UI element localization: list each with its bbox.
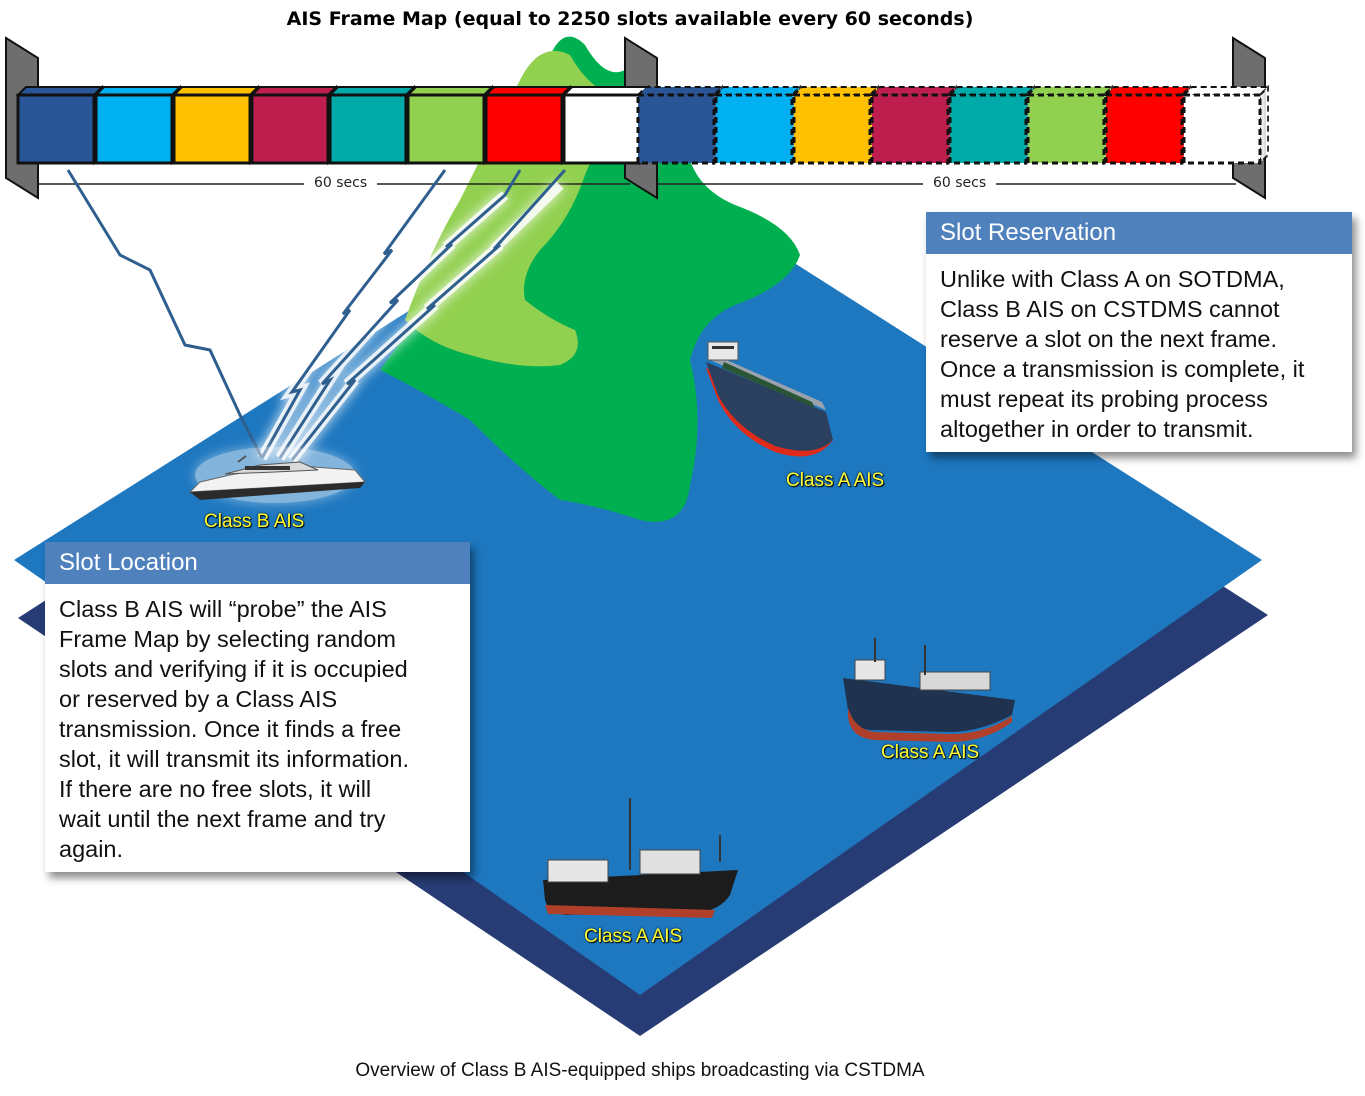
text-line: Class B AIS on CSTDMS cannot xyxy=(940,296,1280,322)
slot-f1-6 xyxy=(406,93,486,165)
text-line: slots and verifying if it is occupied xyxy=(59,656,408,682)
cargo-ship-class-a-right xyxy=(843,638,1015,742)
text-line: transmission. Once it finds a free xyxy=(59,716,402,742)
slot-f2-1 xyxy=(636,93,716,165)
slot-f2-8 xyxy=(1182,93,1262,165)
slot-f1-3 xyxy=(172,93,252,165)
slot-f1-4 xyxy=(250,93,330,165)
slot-f2-3 xyxy=(792,93,872,165)
diagram-caption: Overview of Class B AIS-equipped ships b… xyxy=(355,1060,925,1081)
slot-location-title: Slot Location xyxy=(45,542,470,584)
text-line: wait until the next frame and try xyxy=(59,806,386,832)
text-line: Frame Map by selecting random xyxy=(59,626,396,652)
slot-f1-7 xyxy=(484,93,564,165)
slot-location-panel: Slot Location Class B AIS will “probe” t… xyxy=(45,542,470,872)
slot-f1-5 xyxy=(328,93,408,165)
transmission-bolts xyxy=(66,168,567,464)
slot-f2-4 xyxy=(870,93,950,165)
slot-location-text: Class B AIS will “probe” the AIS Frame M… xyxy=(45,584,470,872)
text-line: Class B AIS will “probe” the AIS xyxy=(59,596,387,622)
slot-f1-8 xyxy=(562,93,642,165)
bolt-4 xyxy=(290,168,567,461)
ship-label-class-a-top: Class A AIS xyxy=(786,470,885,491)
text-line: must repeat its probing process xyxy=(940,386,1268,412)
slot-f2-2 xyxy=(714,93,794,165)
text-line: or reserved by a Class AIS xyxy=(59,686,338,712)
land-dark xyxy=(380,36,800,522)
text-line: slot, it will transmit its information. xyxy=(59,746,409,772)
slot-f2-5 xyxy=(948,93,1028,165)
bolt-2 xyxy=(260,169,447,459)
yacht-class-b xyxy=(188,447,367,503)
text-line: Unlike with Class A on SOTDMA, xyxy=(940,266,1285,292)
ship-label-class-a-right: Class A AIS xyxy=(881,742,980,763)
slot-f1-1 xyxy=(16,93,96,165)
cargo-ship-class-a-bottom xyxy=(543,798,738,918)
frame-2-duration-label: 60 secs xyxy=(923,175,997,191)
ship-label-class-a-bottom: Class A AIS xyxy=(584,926,683,947)
frame-map xyxy=(5,36,1271,200)
frame-1-duration-label: 60 secs xyxy=(304,175,378,191)
text-line: again. xyxy=(59,836,124,862)
slot-f2-7 xyxy=(1104,93,1184,165)
text-line: If there are no free slots, it will xyxy=(59,776,372,802)
frame-map-title: AIS Frame Map (equal to 2250 slots avail… xyxy=(286,8,974,30)
ship-label-class-b: Class B AIS xyxy=(204,511,305,532)
text-line: reserve a slot on the next frame. xyxy=(940,326,1277,352)
bolt-1 xyxy=(66,169,264,459)
text-line: altogether in order to transmit. xyxy=(940,416,1254,442)
bolt-3 xyxy=(278,169,522,459)
slot-f1-2 xyxy=(94,93,174,165)
text-line: Once a transmission is complete, it xyxy=(940,356,1305,382)
slot-reservation-text: Unlike with Class A on SOTDMA, Class B A… xyxy=(926,254,1352,452)
bulk-carrier-class-a xyxy=(706,341,833,457)
slot-reservation-title: Slot Reservation xyxy=(926,212,1352,254)
slot-reservation-panel: Slot Reservation Unlike with Class A on … xyxy=(926,212,1352,452)
slot-f2-6 xyxy=(1026,93,1106,165)
